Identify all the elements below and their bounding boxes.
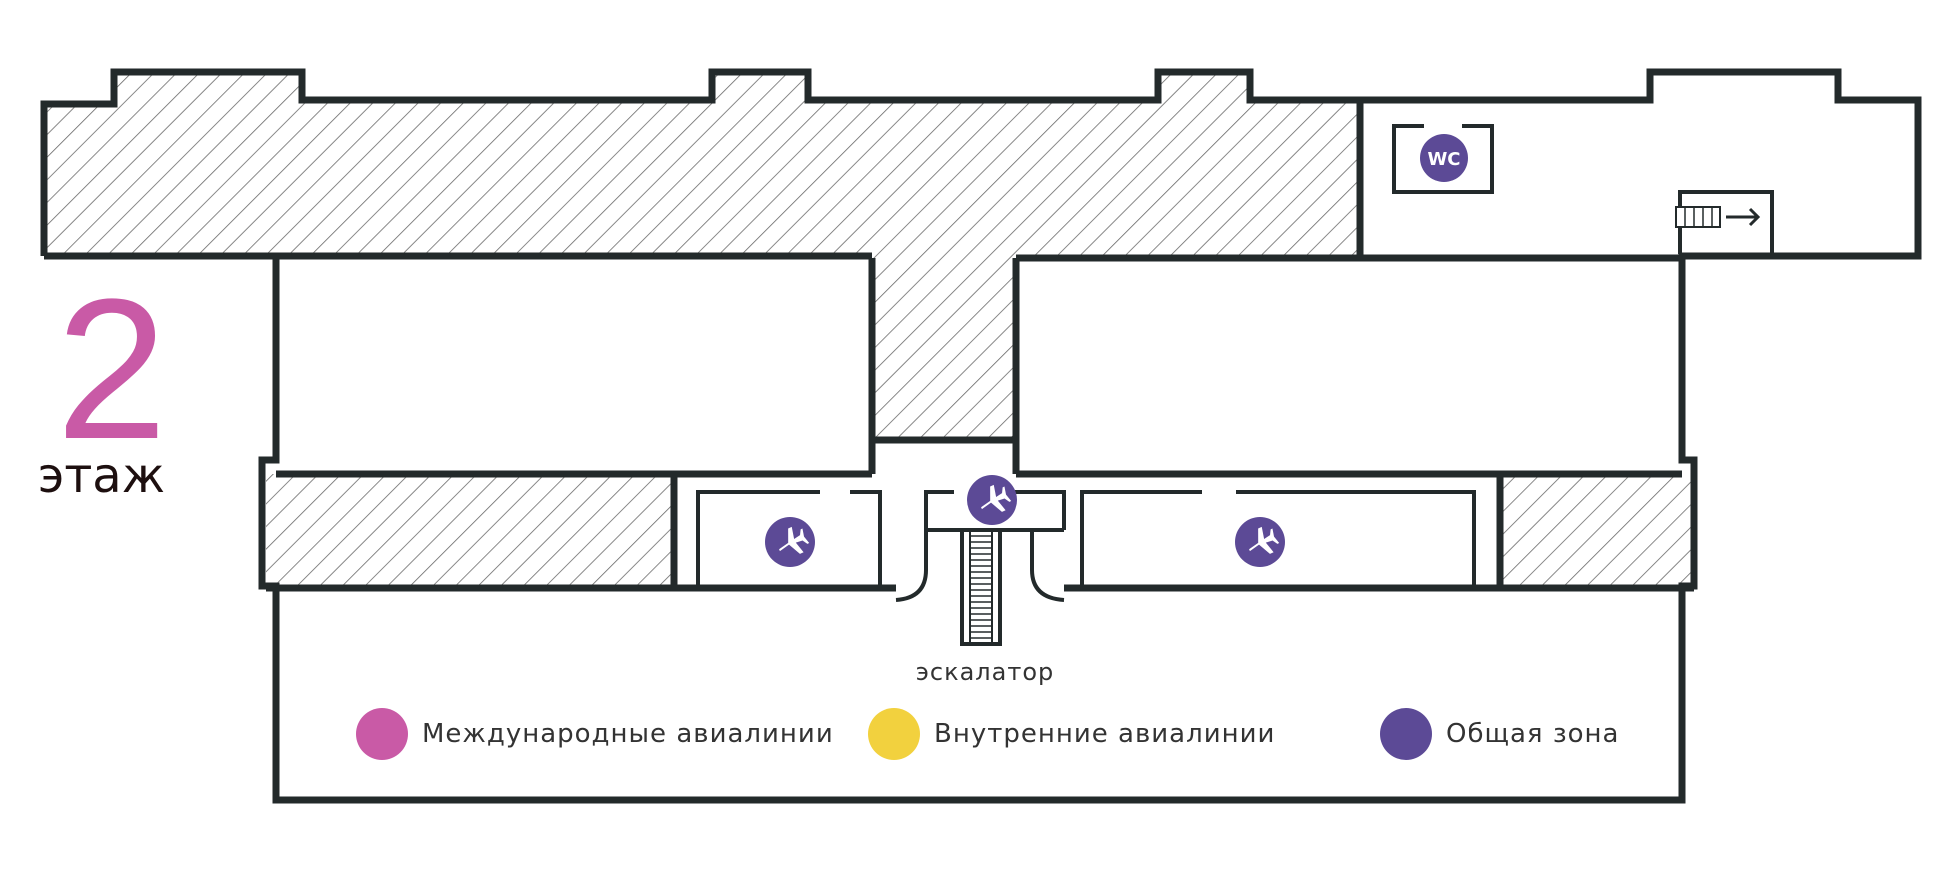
stairs — [1675, 190, 1774, 254]
svg-text:WC: WC — [1427, 149, 1460, 170]
hatched-zone-left — [266, 474, 674, 588]
arrow-right-icon — [1726, 207, 1761, 227]
escalator — [960, 528, 1002, 646]
gate-rooms — [696, 490, 1476, 602]
walls — [40, 68, 1922, 804]
legend-label-international: Международные авиалинии — [422, 719, 834, 749]
legend-item-international: Международные авиалинии — [356, 708, 834, 760]
wc-room: WC — [1392, 124, 1494, 194]
gate-marker-center — [967, 475, 1017, 525]
legend-item-common: Общая зона — [1380, 708, 1620, 760]
outer-wall — [40, 68, 1922, 804]
legend-dot-domestic — [868, 708, 920, 760]
floor-label: этаж — [38, 448, 165, 504]
legend-item-domestic: Внутренние авиалинии — [868, 708, 1275, 760]
gate-marker-left — [765, 517, 815, 567]
hatched-zone-right — [1502, 474, 1694, 588]
floor-number: 2 — [56, 258, 168, 481]
legend-label-domestic: Внутренние авиалинии — [934, 719, 1276, 749]
escalator-label: эскалатор — [915, 658, 1055, 686]
stairs-icon — [1675, 206, 1721, 228]
legend-dot-common — [1380, 708, 1432, 760]
legend-label-common: Общая зона — [1446, 719, 1620, 749]
legend-dot-international — [356, 708, 408, 760]
wc-icon — [1420, 134, 1468, 182]
gate-marker-right — [1235, 517, 1285, 567]
